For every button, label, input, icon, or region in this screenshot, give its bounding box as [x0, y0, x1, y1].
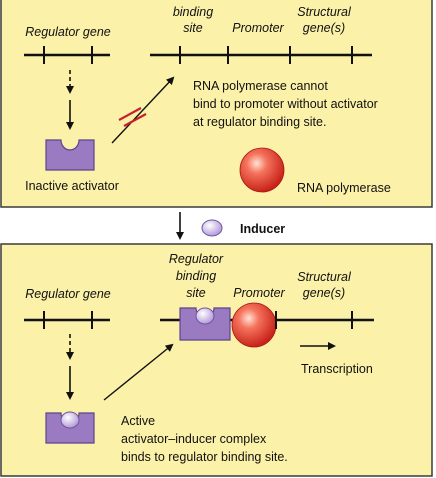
regulator-gene-dna	[24, 46, 110, 64]
binding-site-label-2: site	[183, 21, 203, 35]
inducer-icon	[201, 219, 223, 237]
blocked-binding-arrow	[111, 76, 175, 144]
rna-polymerase-sphere	[239, 147, 285, 193]
top-caption-line3: at regulator binding site.	[193, 115, 326, 129]
active-activator-complex	[45, 411, 95, 444]
bound-inducer-top	[195, 307, 215, 325]
transcription-label: Transcription	[301, 362, 373, 376]
rna-polymerase-label: RNA polymerase	[297, 181, 391, 195]
bound-activator-complex	[179, 307, 231, 341]
inducer-label: Inducer	[240, 222, 285, 236]
bound-rna-polymerase	[231, 302, 277, 348]
bottom-promoter-label: Promoter	[233, 286, 285, 300]
bottom-caption-line1: Active	[121, 414, 155, 428]
inactive-activator-label: Inactive activator	[25, 179, 119, 193]
bottom-structural-gene-label-2: gene(s)	[303, 286, 345, 300]
bottom-structural-gene-label: Structural	[297, 270, 352, 284]
structural-gene-label: Structural	[297, 5, 352, 19]
bound-inducer	[60, 411, 80, 429]
top-caption-line2: bind to promoter without activator	[193, 97, 378, 111]
blocked-mark	[118, 107, 147, 127]
operon-dna	[150, 46, 372, 64]
inactive-activator-protein	[45, 139, 95, 171]
bottom-regulator-gene-dna	[24, 311, 110, 329]
binding-arrow	[103, 343, 174, 401]
bottom-caption-line2: activator–inducer complex	[121, 432, 267, 446]
top-panel-background	[0, 0, 433, 208]
inducer-legend: Inducer	[176, 212, 285, 240]
regulator-gene-label: Regulator gene	[25, 25, 111, 39]
bottom-regulator-gene-label: Regulator gene	[25, 287, 111, 301]
structural-gene-label-2: gene(s)	[303, 21, 345, 35]
bottom-caption-line3: binds to regulator binding site.	[121, 450, 288, 464]
bottom-binding-site-label-2: binding	[176, 269, 216, 283]
bottom-binding-site-label-3: site	[186, 286, 206, 300]
top-caption-line1: RNA polymerase cannot	[193, 79, 328, 93]
top-panel: Regulator gene Inactive activator bindin…	[0, 0, 433, 208]
promoter-label: Promoter	[232, 21, 284, 35]
bottom-binding-site-label: Regulator	[169, 252, 224, 266]
bottom-panel: Regulator binding site Promoter Structur…	[0, 243, 433, 477]
binding-site-label: binding	[173, 5, 213, 19]
